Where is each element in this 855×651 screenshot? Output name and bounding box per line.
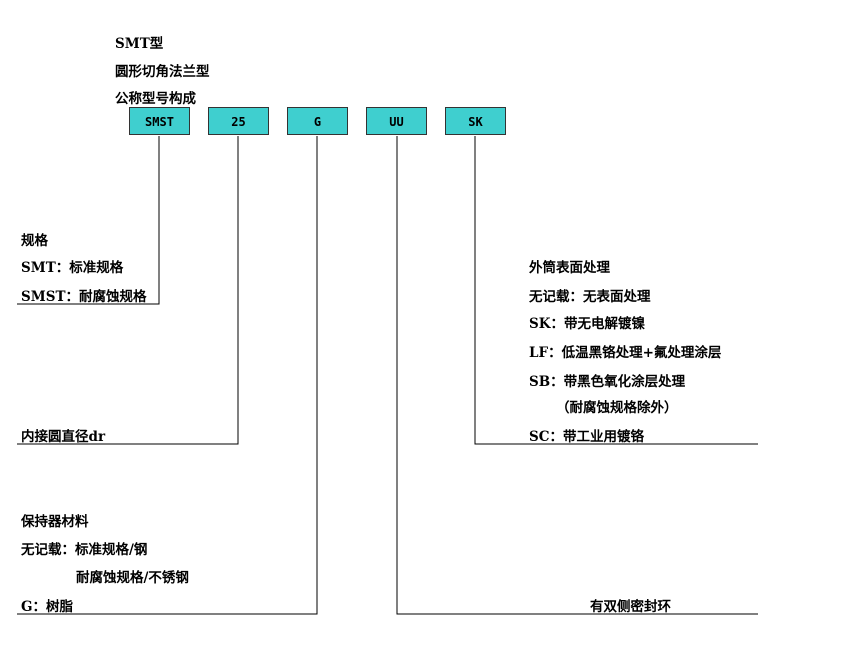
code-box-surface: SK — [445, 107, 506, 135]
code-box-series: SMST — [129, 107, 190, 135]
surface-item-sb: SB：带黑色氧化涂层处理 — [529, 374, 686, 390]
spec-item-standard: SMT：标准规格 — [21, 260, 124, 276]
header-model: SMT型 — [115, 36, 164, 52]
spec-title: 规格 — [21, 233, 48, 249]
surface-item-sc: SC：带工业用镀铬 — [529, 429, 644, 445]
diameter-title: 内接圆直径dr — [21, 429, 106, 445]
code-box-size: 25 — [208, 107, 269, 135]
retainer-item-stainless: 耐腐蚀规格/不锈钢 — [76, 570, 189, 586]
header-caption: 公称型号构成 — [115, 91, 196, 107]
surface-item-lf: LF：低温黑铬处理+氟处理涂层 — [529, 345, 722, 361]
leader-line-surface — [474, 136, 758, 445]
surface-item-none: 无记载：无表面处理 — [529, 289, 651, 305]
surface-title: 外筒表面处理 — [529, 260, 610, 276]
leader-line-retainer — [17, 136, 318, 615]
spec-item-corrosion: SMST：耐腐蚀规格 — [21, 289, 147, 305]
leader-line-spec — [17, 136, 160, 305]
leader-line-seal — [396, 136, 758, 615]
retainer-title: 保持器材料 — [21, 514, 89, 530]
surface-item-sk: SK：带无电解镀镍 — [529, 316, 645, 332]
header-type: 圆形切角法兰型 — [115, 64, 210, 80]
leader-line-diameter — [17, 136, 239, 445]
code-box-seal: UU — [366, 107, 427, 135]
retainer-item-standard: 无记载：标准规格/钢 — [21, 542, 148, 558]
seal-title: 有双侧密封环 — [590, 599, 671, 615]
code-box-retainer: G — [287, 107, 348, 135]
surface-item-note: （耐腐蚀规格除外） — [556, 400, 678, 416]
retainer-item-resin: G：树脂 — [21, 599, 74, 615]
